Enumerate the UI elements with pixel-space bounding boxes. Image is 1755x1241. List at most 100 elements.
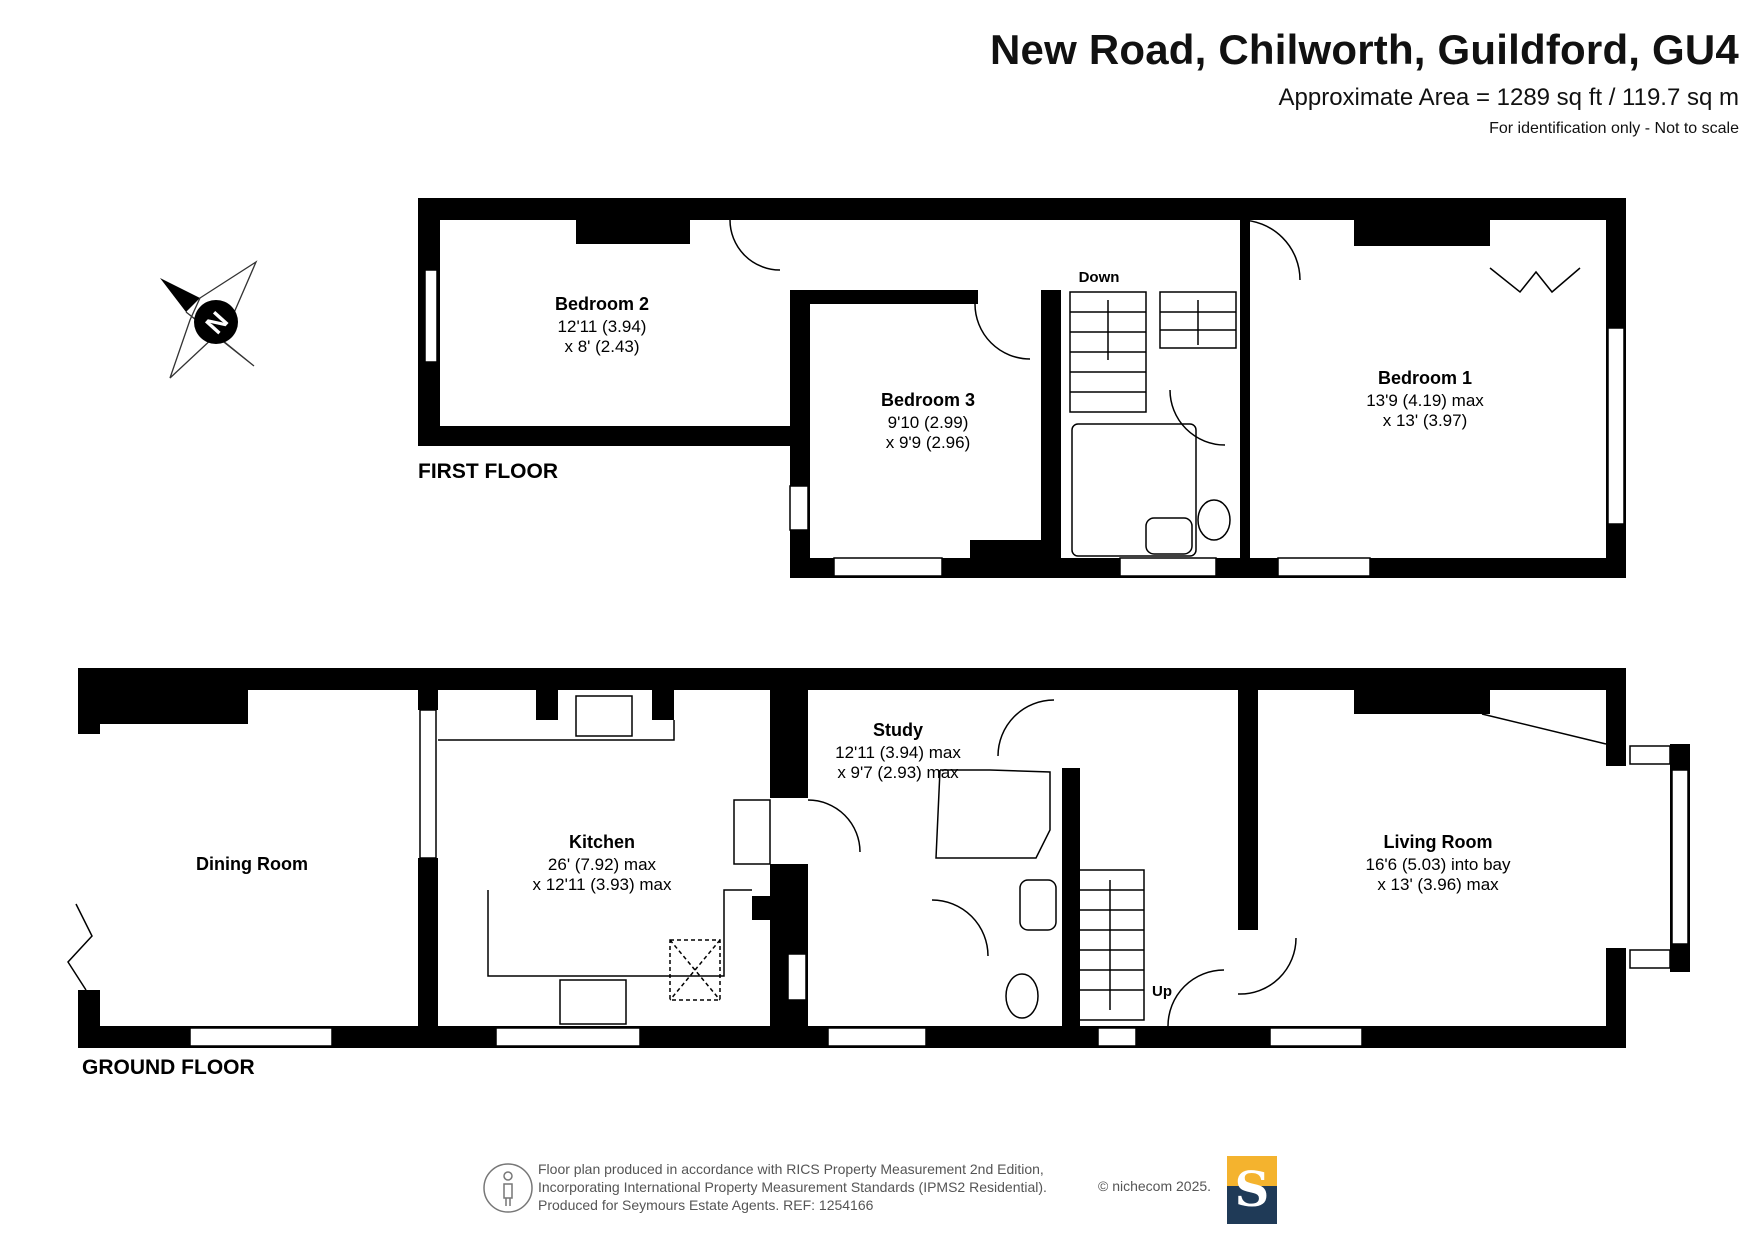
copyright: © nichecom 2025. (1098, 1178, 1212, 1194)
room-name: Dining Room (196, 854, 308, 874)
door-swing (931, 899, 989, 957)
worktop (438, 720, 675, 741)
room-dimension: x 12'11 (3.93) max (533, 875, 672, 894)
gf-wall (1062, 768, 1080, 1026)
room-dimension: 12'11 (3.94) max (835, 743, 961, 762)
room-dimension: 9'10 (2.99) (888, 413, 969, 432)
ff-wall (790, 290, 810, 578)
gf-chimney (536, 690, 558, 720)
room-dimension: 12'11 (3.94) (558, 317, 647, 336)
window (1277, 557, 1371, 577)
room-dimension: 13'9 (4.19) max (1366, 391, 1484, 410)
room-name: Living Room (1384, 832, 1493, 852)
room-dimension: x 9'7 (2.93) max (837, 763, 959, 782)
floor-label-first: FIRST FLOOR (418, 460, 558, 483)
ff-wall (418, 198, 1626, 220)
north-pointer (160, 278, 200, 312)
window (1607, 327, 1625, 525)
gf-chimney (652, 690, 674, 720)
window (1097, 1027, 1137, 1047)
window (1119, 557, 1217, 577)
sink (559, 979, 627, 1025)
worktop (487, 889, 752, 977)
stair-treads (1070, 889, 1144, 991)
stairs-down-label: Down (1079, 269, 1120, 286)
staircase (1069, 869, 1145, 1021)
bay-window (1629, 949, 1671, 969)
gf-chimney (752, 896, 774, 920)
gf-chimney (1354, 690, 1490, 714)
room-dimension: 16'6 (5.03) into bay (1365, 855, 1511, 874)
door-swing (1237, 937, 1297, 995)
gf-wall (418, 690, 438, 710)
bay-window (1629, 745, 1671, 765)
window (189, 1027, 333, 1047)
window (827, 1027, 927, 1047)
approximate-area: Approximate Area = 1289 sq ft / 119.7 sq… (1278, 84, 1740, 111)
floor-label-ground: GROUND FLOOR (82, 1056, 255, 1079)
stairs-up-label: Up (1152, 983, 1172, 1000)
door-swing (729, 219, 781, 271)
room-dimension: x 13' (3.96) max (1377, 875, 1499, 894)
basin (1019, 879, 1057, 931)
compass-rose: N (160, 260, 258, 379)
agent-logo: S (1227, 1156, 1277, 1224)
window (1269, 1027, 1363, 1047)
gf-wall (78, 668, 100, 734)
window (787, 953, 807, 1001)
compass-center (194, 300, 238, 344)
footer-line: Incorporating International Property Mea… (538, 1179, 1047, 1195)
skylight (669, 939, 721, 1001)
window (833, 557, 943, 577)
room-dimension: x 9'9 (2.96) (886, 433, 971, 452)
ff-chimney (576, 220, 690, 244)
room-dimension: x 13' (3.97) (1383, 411, 1468, 430)
room-name: Bedroom 3 (881, 390, 975, 410)
cupboard (733, 799, 771, 865)
gf-wall (1606, 948, 1626, 1048)
ff-chimney (970, 540, 1042, 558)
gf-wall (78, 668, 1626, 690)
hob (575, 695, 633, 737)
gf-wall (770, 864, 808, 1026)
footer-line: Floor plan produced in accordance with R… (538, 1161, 1044, 1177)
toilet (1197, 499, 1231, 541)
gf-wall (418, 858, 438, 1026)
ff-wall (1041, 290, 1061, 558)
person-measure-icon (483, 1163, 533, 1213)
room-name: Bedroom 1 (1378, 368, 1472, 388)
gf-wall (770, 690, 808, 798)
footer-line: Produced for Seymours Estate Agents. REF… (538, 1197, 874, 1213)
logo-letter: S (1234, 1162, 1270, 1218)
shower-tray (935, 769, 1051, 859)
window (419, 709, 437, 859)
scale-note: For identification only - Not to scale (1489, 120, 1739, 137)
window (495, 1027, 641, 1047)
window (789, 485, 809, 531)
ff-wall (1240, 220, 1250, 558)
staircase (1159, 291, 1237, 349)
gf-wall (1606, 668, 1626, 766)
basin (1145, 517, 1193, 555)
room-name: Bedroom 2 (555, 294, 649, 314)
room-name: Kitchen (569, 832, 635, 852)
door-swing (1167, 969, 1225, 1027)
ff-chimney (1354, 220, 1490, 246)
door-swing (1239, 219, 1301, 281)
door-swing (974, 303, 1031, 360)
room-dimension: x 8' (2.43) (564, 337, 639, 356)
footer-text: Floor plan produced in accordance with R… (538, 1160, 1047, 1214)
ff-wall (418, 426, 790, 446)
bay-window (1671, 769, 1689, 945)
door-swing (997, 699, 1055, 757)
room-dimension: 26' (7.92) max (548, 855, 657, 874)
property-title: New Road, Chilworth, Guildford, GU4 (990, 26, 1739, 73)
bifold-door (67, 903, 93, 991)
ff-wall (810, 290, 978, 304)
toilet (1005, 973, 1039, 1019)
room-name: Study (873, 720, 923, 740)
door-swing (1169, 389, 1226, 446)
door-swing (807, 799, 861, 853)
window (424, 269, 438, 363)
